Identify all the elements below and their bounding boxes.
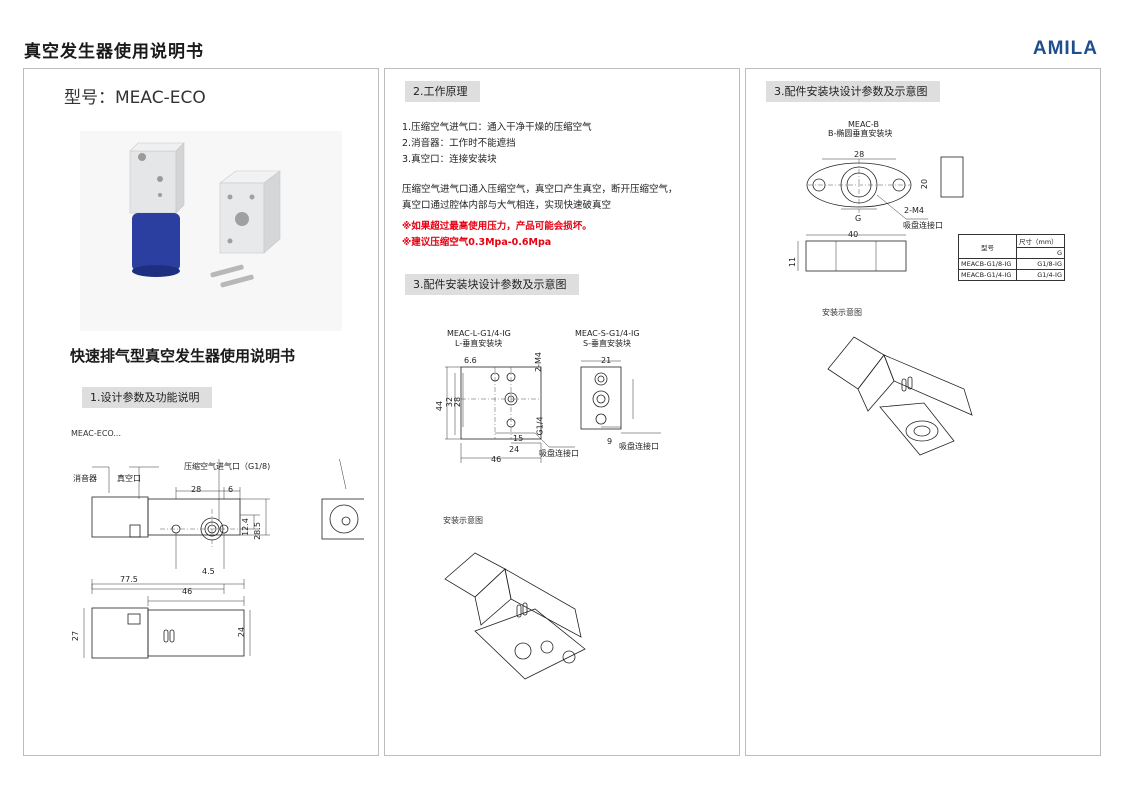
model-heading: 型号：MEAC-ECO	[64, 88, 206, 108]
section-tag-design: 1.设计参数及功能说明	[82, 387, 212, 408]
b-dim-20: 20	[920, 178, 930, 190]
dim-4-5: 4.5	[202, 567, 215, 576]
b-dim-2-m4: 2-M4	[904, 206, 924, 215]
dim-27: 27	[71, 630, 81, 642]
spec-row-2-g: G1/4-IG	[1016, 269, 1065, 281]
section-tag-b-block: 3.配件安装块设计参数及示意图	[766, 81, 940, 102]
principle-desc-2: 真空口通过腔体内部与大气相连，实现快速破真空	[402, 200, 612, 211]
table-row: MEACB-G1/4-IG G1/4-IG	[958, 269, 1065, 281]
principle-line-3: 3.真空口：连接安装块	[402, 154, 497, 165]
brand-logo: AMILA	[1032, 38, 1098, 59]
dim-9: 9	[607, 437, 613, 446]
panel-working-principle: 2.工作原理 1.压缩空气进气口：通入干净干燥的压缩空气 2.消音器：工作时不能…	[384, 68, 740, 756]
suction-port-right: 吸盘连接口	[619, 442, 659, 451]
b-dim-11: 11	[788, 256, 798, 268]
principle-line-2: 2.消音器：工作时不能遮挡	[402, 138, 516, 149]
spec-header-size: 尺寸（mm）	[1016, 234, 1065, 248]
label-inlet: 压缩空气进气口（G1/8)	[184, 462, 271, 471]
spec-row-1-g: G1/8-IG	[1016, 258, 1065, 270]
left-block-name: L-垂直安装块	[455, 339, 503, 348]
dim-g14-left: G1/4	[535, 416, 545, 436]
b-dim-28: 28	[854, 150, 865, 159]
principle-line-1: 1.压缩空气进气口：通入干净干燥的压缩空气	[402, 122, 592, 133]
right-block-model: MEAC-S-G1/4-IG	[575, 329, 640, 338]
eco-side-drawing	[83, 584, 251, 659]
mounting-block-drawing	[445, 360, 661, 463]
install-caption: 安装示意图	[443, 516, 483, 525]
dim-2-m4: 2-M4	[533, 352, 543, 372]
spec-header-g: G	[1016, 247, 1065, 259]
label-muffler: 消音器	[73, 474, 97, 483]
section-tag-principle: 2.工作原理	[405, 81, 480, 102]
product-photo	[80, 131, 342, 331]
dim-46: 46	[182, 587, 193, 596]
panel-design-params: 型号：MEAC-ECO 快速排气型真空发生器使用说明书 1.设计参数及功能说	[23, 68, 379, 756]
eco-dimension-drawing	[91, 459, 364, 589]
b-spec-table: 型号 尺寸（mm） G MEACB-G1/8-IG G1/8-IG MEACB-…	[958, 234, 1065, 281]
spec-header-model: 型号	[958, 234, 1017, 259]
dim-6: 6	[228, 485, 234, 494]
dim-28-left: 28	[453, 396, 463, 408]
right-block-name: S-垂直安装块	[583, 339, 631, 348]
b-dim-g: G	[855, 214, 862, 223]
panel-b-block: 3.配件安装块设计参数及示意图 MEAC-B B-椭圆垂直安装块 28 20 2…	[745, 68, 1101, 756]
b-block-drawing	[797, 156, 964, 272]
dim-6-6: 6.6	[464, 356, 477, 365]
b-suction-port: 吸盘连接口	[903, 221, 943, 230]
b-block-model: MEAC-B	[848, 120, 879, 129]
suction-port-left: 吸盘连接口	[539, 449, 579, 458]
left-block-model: MEAC-L-G1/4-IG	[447, 329, 511, 338]
dim-21: 21	[601, 356, 612, 365]
b-install-caption: 安装示意图	[822, 308, 862, 317]
warning-recommended: ※建议压缩空气0.3Mpa-0.6Mpa	[402, 237, 552, 248]
label-vacuum-port: 真空口	[117, 474, 141, 483]
document-title: 真空发生器使用说明书	[24, 42, 204, 62]
dim-28: 28	[191, 485, 202, 494]
spec-row-1-model: MEACB-G1/8-IG	[958, 258, 1017, 270]
dim-28-5: 28.5	[252, 522, 262, 540]
dim-24: 24	[509, 445, 520, 454]
principle-desc-1: 压缩空气进气口通入压缩空气，真空口产生真空，断开压缩空气，	[402, 184, 678, 195]
dim-44: 44	[435, 400, 445, 412]
dim-15: 15	[513, 434, 524, 443]
install-illustration	[444, 552, 586, 680]
table-row: MEACB-G1/8-IG G1/8-IG	[958, 258, 1065, 270]
section-tag-accessory: 3.配件安装块设计参数及示意图	[405, 274, 579, 295]
b-dim-40: 40	[848, 230, 859, 239]
dim-77-5: 77.5	[120, 575, 138, 584]
b-block-name: B-椭圆垂直安装块	[828, 129, 893, 138]
dim-24: 24	[237, 626, 247, 638]
dim-46: 46	[491, 455, 502, 464]
spec-row-2-model: MEACB-G1/4-IG	[958, 269, 1017, 281]
design-caption: MEAC-ECO...	[71, 429, 122, 438]
dim-12-4: 12.4	[240, 518, 250, 536]
warning-pressure: ※如果超过最高使用压力，产品可能会损坏。	[402, 221, 592, 232]
b-install-illustration	[827, 336, 973, 456]
product-title: 快速排气型真空发生器使用说明书	[70, 347, 296, 365]
product-photo-illustration	[129, 142, 281, 288]
